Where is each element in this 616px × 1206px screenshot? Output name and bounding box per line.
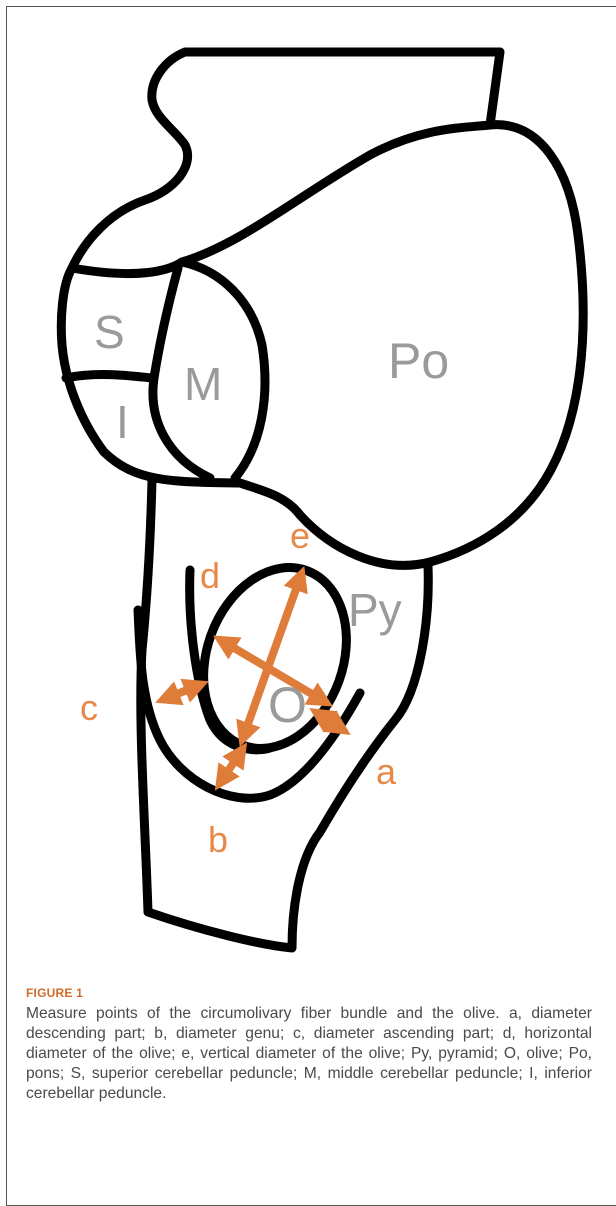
measure-c-arrow [167, 686, 197, 698]
label-pyramid: Py [348, 584, 402, 636]
figure-caption: FIGURE 1 Measure points of the circumoli… [26, 986, 592, 1104]
label-inferior: I [116, 396, 129, 448]
measure-a-arrow [320, 715, 340, 728]
figure-caption-label: FIGURE 1 [26, 986, 592, 1000]
label-olive: O [268, 677, 307, 733]
label-measure-c: c [80, 687, 98, 728]
brainstem-diagram: S I M Po Py O a b c d e [0, 0, 616, 980]
measure-b-arrow [222, 753, 240, 780]
midbrain-outline [72, 52, 500, 268]
label-middle: M [184, 358, 222, 410]
figure-caption-text: Measure points of the circumolivary fibe… [26, 1004, 592, 1104]
label-measure-b: b [208, 819, 228, 860]
label-pons: Po [388, 333, 449, 389]
label-measure-a: a [376, 751, 397, 792]
label-measure-e: e [290, 515, 310, 556]
label-superior: S [94, 306, 125, 358]
label-measure-d: d [200, 555, 220, 596]
superior-inferior-divider [66, 375, 152, 378]
